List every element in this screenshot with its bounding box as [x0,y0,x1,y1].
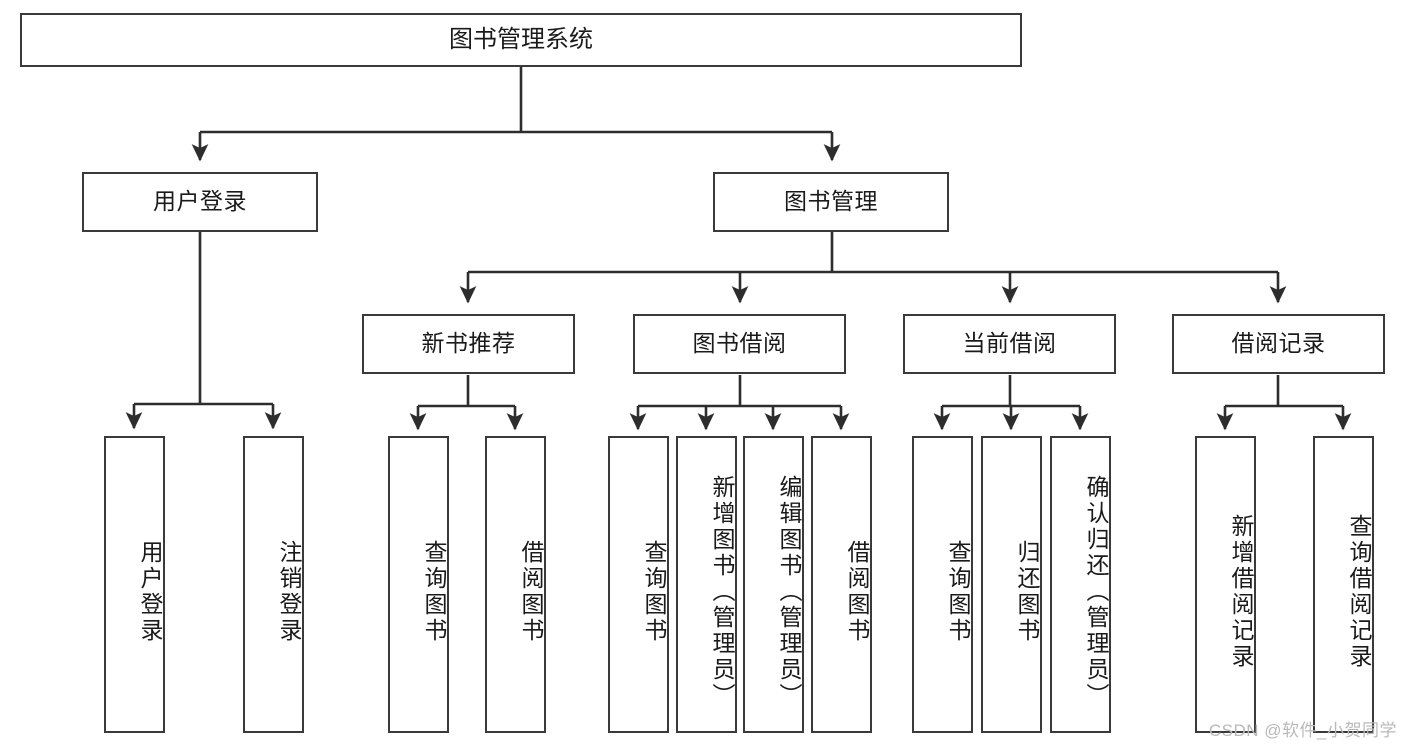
csdn-watermark: CSDN @软件_小贺同学 [1208,721,1397,740]
node-user-login-label: 用户登录 [153,188,247,215]
node-new-book-recommend-label: 新书推荐 [421,330,516,357]
node-leaf-borrow-book-1[interactable]: 借阅图书 [485,436,546,733]
node-leaf-add-book[interactable]: 新增图书（管理员） [676,436,737,733]
node-book-management-label: 图书管理 [784,188,878,215]
node-user-login[interactable]: 用户登录 [82,172,318,232]
node-leaf-user-login-label: 用户登录 [137,539,163,644]
node-leaf-return-book-label: 归还图书 [1014,539,1040,644]
node-leaf-user-login[interactable]: 用户登录 [104,436,165,733]
node-book-borrow-label: 图书借阅 [692,330,787,357]
node-leaf-query-record[interactable]: 查询借阅记录 [1313,436,1374,733]
node-leaf-borrow-book-2[interactable]: 借阅图书 [811,436,872,733]
node-leaf-confirm-return[interactable]: 确认归还（管理员） [1050,436,1111,733]
node-leaf-user-logout-label: 注销登录 [276,539,302,644]
node-leaf-query-book-3[interactable]: 查询图书 [912,436,973,733]
node-leaf-borrow-book-1-label: 借阅图书 [518,539,544,644]
node-leaf-query-book-3-label: 查询图书 [945,539,971,644]
node-current-borrow[interactable]: 当前借阅 [903,314,1116,374]
node-leaf-query-book-2-label: 查询图书 [641,539,667,644]
node-leaf-query-book-1[interactable]: 查询图书 [388,436,449,733]
node-borrow-record-label: 借阅记录 [1231,330,1326,357]
node-leaf-add-book-label: 新增图书（管理员） [709,474,735,709]
node-new-book-recommend[interactable]: 新书推荐 [362,314,575,374]
node-leaf-add-record[interactable]: 新增借阅记录 [1195,436,1256,733]
node-book-borrow[interactable]: 图书借阅 [633,314,846,374]
node-leaf-confirm-return-label: 确认归还（管理员） [1083,474,1109,709]
node-leaf-query-record-label: 查询借阅记录 [1346,513,1372,670]
node-root-label: 图书管理系统 [449,25,593,53]
node-leaf-borrow-book-2-label: 借阅图书 [844,539,870,644]
node-leaf-return-book[interactable]: 归还图书 [981,436,1042,733]
node-current-borrow-label: 当前借阅 [962,330,1057,357]
node-leaf-edit-book-label: 编辑图书（管理员） [776,474,802,709]
node-leaf-add-record-label: 新增借阅记录 [1228,513,1254,670]
node-leaf-user-logout[interactable]: 注销登录 [243,436,304,733]
node-leaf-query-book-2[interactable]: 查询图书 [608,436,669,733]
node-leaf-edit-book[interactable]: 编辑图书（管理员） [743,436,804,733]
node-borrow-record[interactable]: 借阅记录 [1172,314,1385,374]
node-book-management[interactable]: 图书管理 [713,172,949,232]
node-leaf-query-book-1-label: 查询图书 [421,539,447,644]
node-root[interactable]: 图书管理系统 [20,13,1022,67]
